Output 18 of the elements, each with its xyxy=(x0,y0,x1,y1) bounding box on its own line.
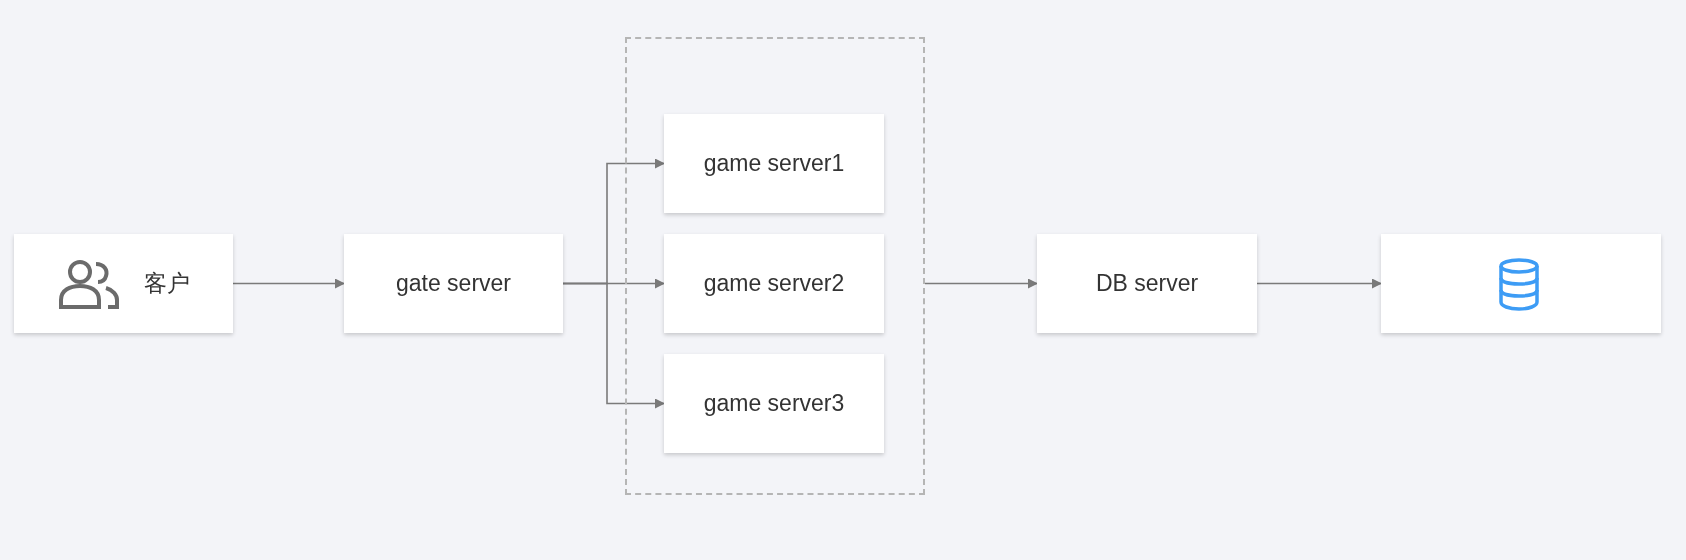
node-label: 客户 xyxy=(143,269,190,299)
node-label: game server2 xyxy=(703,269,845,299)
node-label: game server3 xyxy=(703,389,845,419)
group-frame xyxy=(625,37,925,495)
server-box xyxy=(1037,234,1257,333)
node-label: DB server xyxy=(1095,269,1199,299)
server-box xyxy=(664,114,884,213)
arrow xyxy=(1256,278,1382,289)
server-box xyxy=(344,234,563,333)
arrow xyxy=(924,278,1038,289)
server-box xyxy=(664,234,884,333)
arrow xyxy=(232,278,345,289)
server-box xyxy=(664,354,884,453)
arrow xyxy=(562,282,665,409)
server-box xyxy=(1381,234,1661,333)
node-label: game server1 xyxy=(703,149,845,179)
node-label: gate server xyxy=(395,269,512,299)
server-box xyxy=(14,234,233,333)
